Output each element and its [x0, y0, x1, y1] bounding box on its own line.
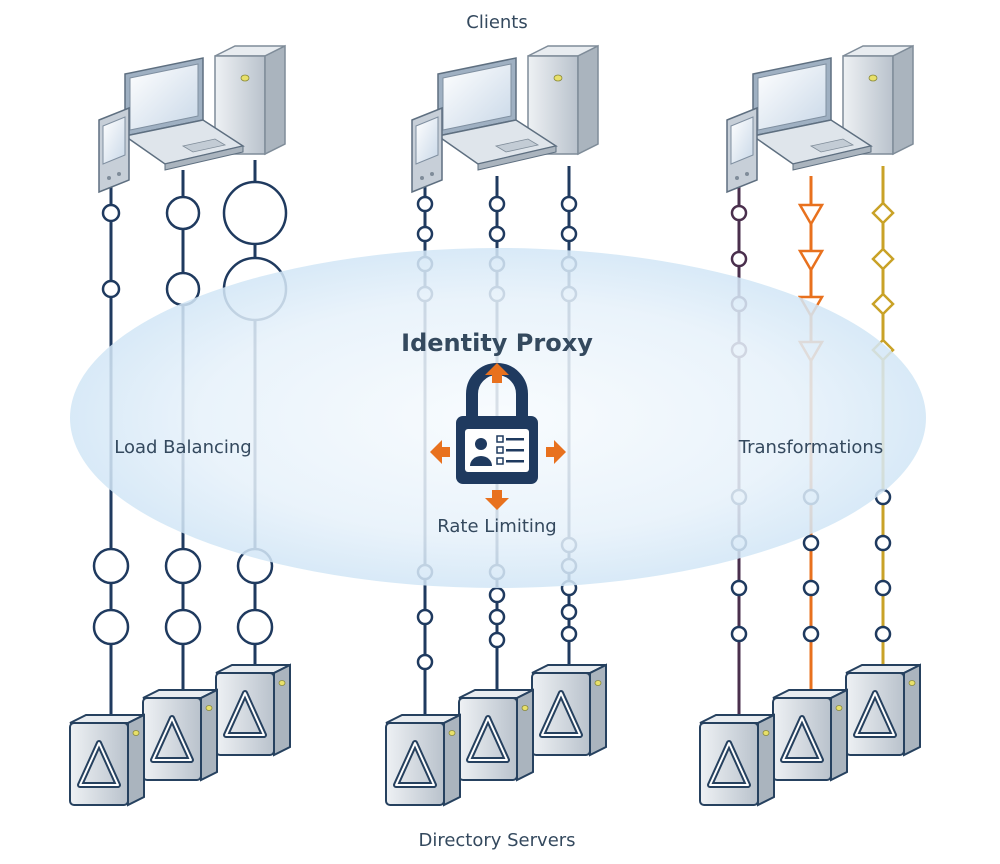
arrow-left-icon [430, 440, 450, 464]
padlock-id-card-icon [456, 363, 538, 484]
node [101, 279, 121, 299]
node [92, 547, 130, 585]
server-stack-left [70, 665, 290, 805]
server-icon [700, 715, 774, 805]
server-icon [532, 665, 606, 755]
arrow-right-icon [546, 440, 566, 464]
clients-label: Clients [466, 12, 528, 33]
server-icon [143, 690, 217, 780]
node [236, 608, 274, 646]
server-icon [773, 690, 847, 780]
client-group-right [726, 45, 914, 193]
server-icon [846, 665, 920, 755]
server-icon [386, 715, 460, 805]
server-icon [216, 665, 290, 755]
node [164, 547, 202, 585]
server-icon [459, 690, 533, 780]
directory-servers-label: Directory Servers [418, 830, 575, 851]
arrow-icons [430, 363, 566, 510]
identity-proxy-title: Identity Proxy [401, 329, 593, 357]
load-balancing-label: Load Balancing [114, 437, 251, 458]
arrow-down-icon [485, 490, 509, 510]
transformations-label: Transformations [738, 437, 883, 458]
arrow-up-icon [485, 363, 509, 383]
node [101, 203, 121, 223]
node [222, 180, 288, 246]
node [164, 608, 202, 646]
node [92, 608, 130, 646]
node [165, 195, 201, 231]
client-group-left [98, 45, 286, 193]
server-icon [70, 715, 144, 805]
rate-limiting-label: Rate Limiting [437, 516, 556, 537]
